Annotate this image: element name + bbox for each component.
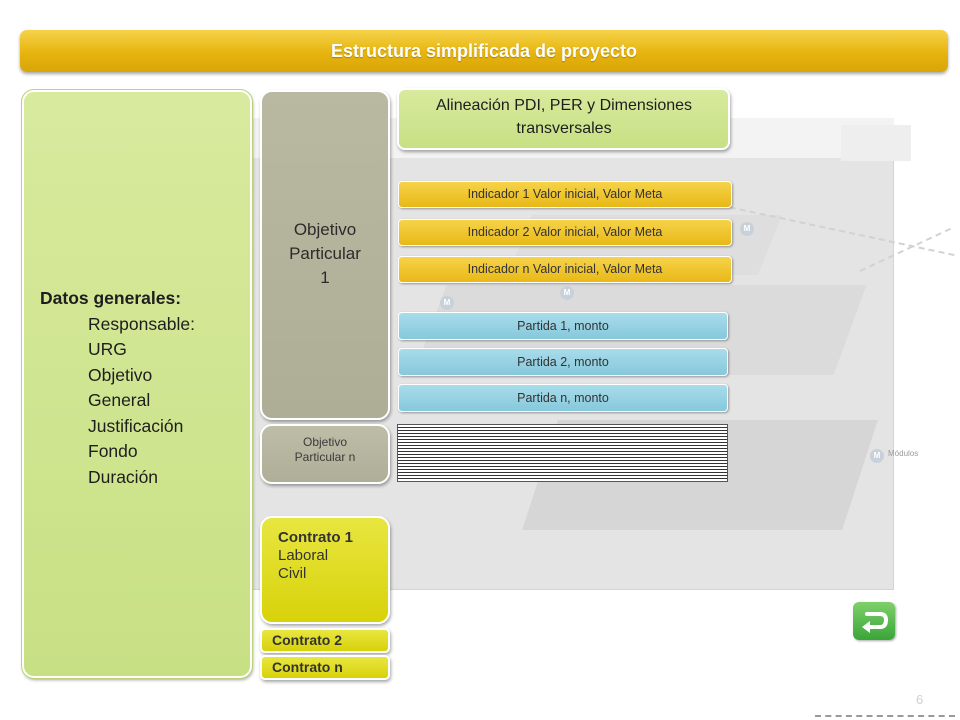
contract-n-label: Contrato n <box>272 659 343 675</box>
general-data-item: URG <box>88 339 127 359</box>
general-data-text: Datos generales: Responsable: URG Objeti… <box>40 286 195 490</box>
budget-item-1: Partida 1, monto <box>398 312 728 340</box>
general-data-item: General <box>88 390 151 410</box>
page-number: 6 <box>916 692 924 707</box>
general-data-item: Responsable: <box>88 313 196 334</box>
return-arrow-icon <box>862 612 889 633</box>
module-dot-icon: M <box>440 296 454 310</box>
modules-label: Módulos <box>888 449 919 458</box>
indicator-n: Indicador n Valor inicial, Valor Meta <box>398 256 732 283</box>
objective-n-block <box>260 424 390 484</box>
general-data-item: Justificación <box>88 415 184 436</box>
contract-n-block <box>260 655 390 680</box>
objective-1-line: Particular <box>289 244 361 263</box>
contract-2-label: Contrato 2 <box>272 632 342 648</box>
objective-1-line: 1 <box>320 268 330 287</box>
module-dot-icon: M <box>740 222 754 236</box>
objective-n-label: Objetivo Particular n <box>260 435 390 465</box>
objective-n-line: Particular n <box>294 450 356 464</box>
alignment-line: transversales <box>516 120 612 137</box>
budget-item-n: Partida n, monto <box>398 384 728 412</box>
indicator-2: Indicador 2 Valor inicial, Valor Meta <box>398 219 732 246</box>
general-data-title: Datos generales: <box>40 288 182 308</box>
general-data-item: Duración <box>88 466 159 487</box>
background-box <box>841 125 911 161</box>
general-data-item: Objetivo <box>88 364 153 385</box>
contract-1-line: Civil <box>278 565 307 582</box>
budget-item-2: Partida 2, monto <box>398 348 728 376</box>
objective-n-line: Objetivo <box>302 435 348 449</box>
alignment-label: Alineación PDI, PER y Dimensiones transv… <box>400 94 728 140</box>
contract-1-block <box>260 516 390 624</box>
objective-1-label: Objetivo Particular 1 <box>260 218 390 290</box>
general-data-item: Fondo <box>88 441 138 461</box>
general-data-block <box>21 89 253 679</box>
lined-placeholder <box>397 424 728 482</box>
contract-1-title: Contrato 1 <box>278 529 353 546</box>
page-title: Estructura simplificada de proyecto <box>20 30 948 72</box>
bottom-dashed-line <box>815 715 955 717</box>
alignment-block <box>397 88 730 150</box>
contract-1-text: Contrato 1 Laboral Civil <box>278 529 353 583</box>
indicator-1: Indicador 1 Valor inicial, Valor Meta <box>398 181 732 208</box>
module-dot-icon: M <box>560 286 574 300</box>
objective-1-block <box>260 90 390 420</box>
module-dot-icon: M <box>870 449 884 463</box>
return-button[interactable] <box>853 602 895 640</box>
objective-1-line: Objetivo <box>293 220 357 239</box>
alignment-line: Alineación PDI, PER y Dimensiones <box>435 97 693 114</box>
contract-1-line: Laboral <box>278 547 329 564</box>
contract-2-block <box>260 628 390 653</box>
